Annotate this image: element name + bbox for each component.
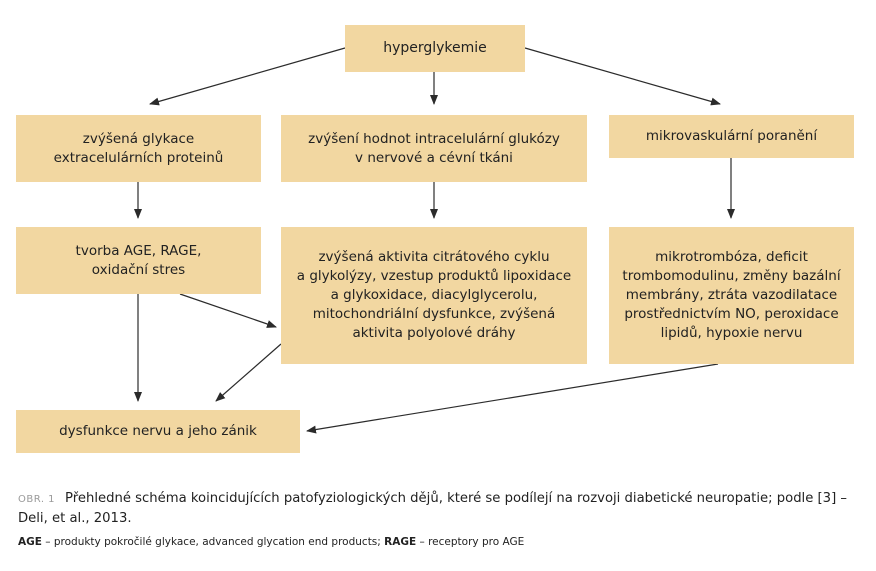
node-tvorba-age: tvorba AGE, RAGE, oxidační stres	[16, 227, 261, 294]
node-citratovy-cyklus-line-5: aktivita polyolové dráhy	[352, 325, 516, 341]
node-citratovy-cyklus: zvýšená aktivita citrátového cyklu a gly…	[281, 227, 587, 364]
node-zvysena-glykace-line-2: extracelulárních proteinů	[53, 149, 224, 166]
node-citratovy-cyklus-line-3: a glykoxidace, diacylglycerolu,	[330, 287, 538, 303]
node-citratovy-cyklus-line-2: a glykolýzy, vzestup produktů lipoxidace	[296, 268, 572, 284]
node-citratovy-cyklus-line-4: mitochondriální dysfunkce, zvýšená	[312, 306, 556, 322]
node-mikrotromboza-line-5: lipidů, hypoxie nervu	[660, 325, 803, 341]
footnote-abbr-age: AGE	[18, 536, 42, 548]
footnote-def-rage: – receptory pro AGE	[416, 536, 525, 548]
diagram-edges	[134, 47, 735, 434]
node-hyperglykemie-line-1: hyperglykemie	[383, 40, 487, 56]
node-tvorba-age-line-2: oxidační stres	[91, 261, 186, 278]
footnote-abbr-rage: RAGE	[384, 536, 417, 548]
node-mikrotromboza: mikrotrombóza, deficit trombomodulinu, z…	[609, 227, 854, 364]
arrow-hyperglykemie-to-glykace	[149, 47, 346, 106]
node-mikrotromboza-line-4: prostřednictvím NO, peroxidace	[624, 306, 839, 322]
node-intracelularni-glukoza-line-1: zvýšení hodnot intracelulární glukózy	[308, 130, 560, 147]
node-mikrotromboza-line-1: mikrotrombóza, deficit	[655, 249, 808, 265]
node-intracelularni-glukoza-line-2: v nervové a cévní tkáni	[355, 149, 513, 166]
arrow-mikrotromboza-to-dysfunkce	[306, 363, 719, 434]
node-tvorba-age-line-1: tvorba AGE, RAGE,	[75, 242, 202, 259]
node-citratovy-cyklus-line-1: zvýšená aktivita citrátového cyklu	[318, 249, 550, 265]
node-zvysena-glykace: zvýšená glykace extracelulárních protein…	[16, 115, 261, 182]
node-dysfunkce-nervu-line-1: dysfunkce nervu a jeho zánik	[59, 423, 257, 439]
footnote-def-age: – produkty pokročilé glykace, advanced g…	[41, 536, 385, 548]
node-hyperglykemie: hyperglykemie	[345, 25, 525, 72]
abbreviation-footnote: AGE – produkty pokročilé glykace, advanc…	[18, 534, 863, 550]
node-mikrotromboza-line-2: trombomodulinu, změny bazální	[622, 268, 841, 284]
node-zvysena-glykace-line-1: zvýšená glykace	[82, 130, 195, 147]
flow-diagram: hyperglykemie zvýšená glykace extracelul…	[16, 25, 854, 453]
node-dysfunkce-nervu: dysfunkce nervu a jeho zánik	[16, 410, 300, 453]
caption-label: OBR. 1	[18, 494, 56, 505]
caption-text: Přehledné schéma koincidujících patofyzi…	[18, 491, 847, 526]
arrow-hyperglykemie-to-mikrovaskularni	[524, 47, 721, 106]
node-intracelularni-glukoza: zvýšení hodnot intracelulární glukózy v …	[281, 115, 587, 182]
arrow-age-to-citratovy	[179, 293, 277, 328]
arrow-citratovy-to-dysfunkce	[215, 343, 282, 402]
node-mikrotromboza-line-3: membrány, ztráta vazodilatace	[625, 287, 838, 303]
node-mikrovaskularni-poraneni: mikrovaskulární poranění	[609, 115, 854, 158]
node-mikrovaskularni-poraneni-line-1: mikrovaskulární poranění	[645, 128, 818, 144]
